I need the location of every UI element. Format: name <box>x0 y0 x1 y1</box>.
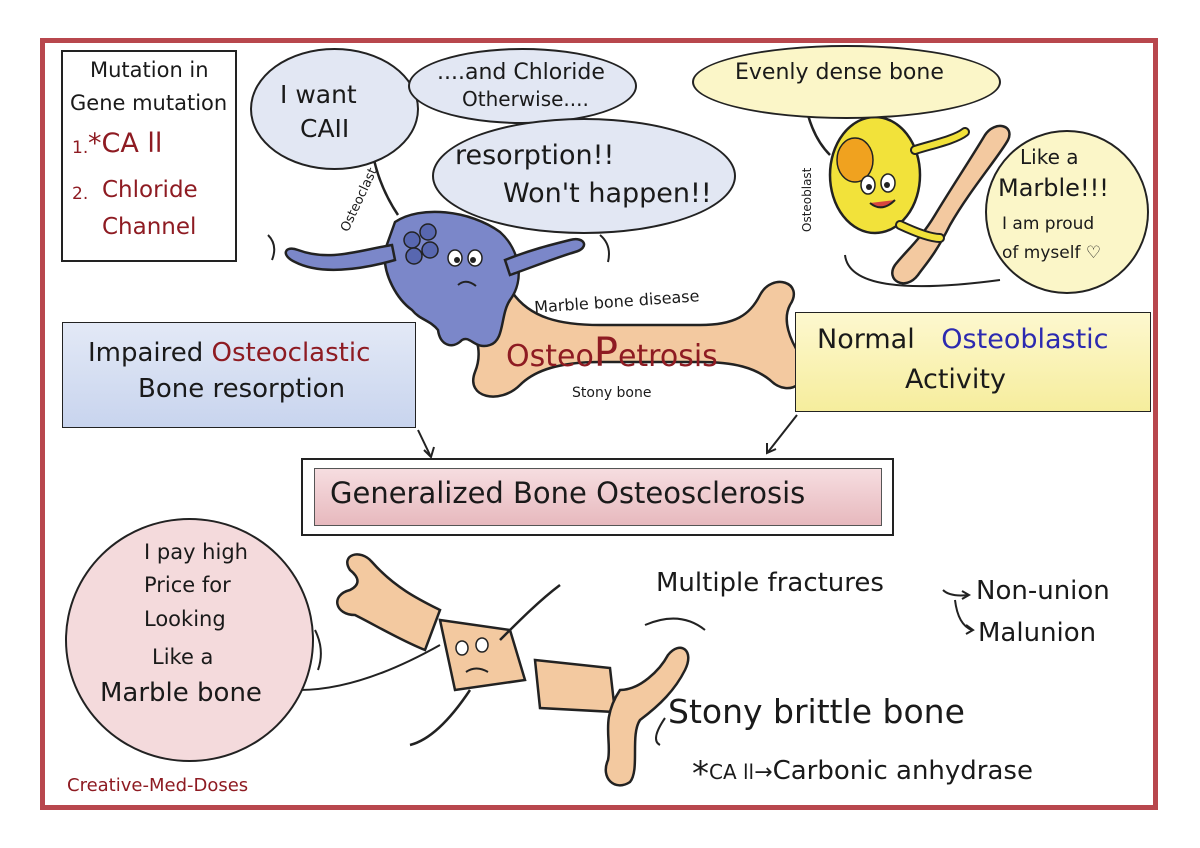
generalized-box-inner <box>314 468 882 526</box>
credit-text: Creative-Med-Doses <box>67 775 249 796</box>
resorption-bubble <box>432 118 736 234</box>
generalized-text: Generalized Bone Osteosclerosis <box>330 476 806 510</box>
osteopetrosis-title: OsteoPetrosis <box>506 330 718 376</box>
normal-word2: Osteoblastic <box>941 324 1109 355</box>
arrow-left <box>417 429 431 456</box>
resorption-line2: Won't happen!! <box>503 178 712 209</box>
malunion-text: Malunion <box>978 618 1097 648</box>
price-line5: Marble bone <box>100 678 262 708</box>
arrow-right <box>767 414 798 453</box>
marble-line1: Like a <box>1020 145 1079 169</box>
arrow-left-head <box>423 446 435 459</box>
mutation-item2-line2: Channel <box>102 214 197 240</box>
footnote-meaning: Carbonic anhydrase <box>772 756 1033 786</box>
footnote-ca: CA ll <box>709 760 755 784</box>
motion-mark <box>599 234 610 263</box>
osteoblast-label: Osteoblast <box>800 167 814 232</box>
price-line4: Like a <box>152 645 214 669</box>
evenly-dense-bubble <box>692 45 1001 119</box>
price-line3: Looking <box>144 607 226 631</box>
marble-bubble <box>985 130 1149 294</box>
stony-brittle-text: Stony brittle bone <box>668 692 965 731</box>
marble-speech-tail <box>844 254 1001 288</box>
marble-line2: Marble!!! <box>998 174 1109 202</box>
arrow-right-head <box>766 443 777 455</box>
mutation-box <box>61 50 237 262</box>
impaired-line1: Impaired Osteoclastic <box>88 338 370 368</box>
normal-line2: Activity <box>905 364 1006 395</box>
price-speech-tail <box>299 644 441 691</box>
osteopetrosis-part1: Osteo <box>506 339 594 374</box>
impaired-word1: Impaired <box>88 338 204 368</box>
want-caii-line2: CAII <box>300 114 350 143</box>
malunion-arrow <box>954 599 973 631</box>
impaired-word2: Osteoclastic <box>211 338 371 368</box>
price-line1: I pay high <box>144 540 248 564</box>
motion-mark <box>314 629 322 671</box>
nonunion-arrow-head <box>961 590 972 600</box>
normal-word1: Normal <box>817 324 915 355</box>
price-bubble <box>65 518 314 762</box>
footnote: *CA ll→Carbonic anhydrase <box>692 754 1033 794</box>
normal-box <box>795 312 1151 412</box>
chloride-line1: ....and Chloride <box>437 60 605 85</box>
osteopetrosis-part2: P <box>593 330 618 376</box>
marble-line4: of myself ♡ <box>1002 243 1102 263</box>
multiple-fractures-text: Multiple fractures <box>656 568 884 598</box>
malunion-arrow-head <box>965 624 975 635</box>
nonunion-text: Non-union <box>976 576 1110 606</box>
osteoblast-speech-tail <box>806 114 831 156</box>
stony-pointer <box>655 717 666 746</box>
normal-line1: Normal Osteoblastic <box>817 324 1109 355</box>
resorption-line1: resorption!! <box>455 140 615 171</box>
want-caii-bubble <box>250 48 419 170</box>
motion-mark <box>267 234 276 261</box>
impaired-box <box>62 322 416 428</box>
footnote-arrow: → <box>754 760 773 785</box>
mutation-item2-number: 2. <box>72 184 89 204</box>
mutation-item2-line1: Chloride <box>102 177 198 203</box>
impaired-line2: Bone resorption <box>138 374 346 404</box>
chloride-line2: Otherwise.... <box>462 87 589 111</box>
mutation-line1: Mutation in <box>90 58 209 82</box>
mutation-item1-number: 1. <box>72 138 89 158</box>
price-line2: Price for <box>144 573 231 597</box>
evenly-dense-text: Evenly dense bone <box>735 60 944 85</box>
osteoclast-character <box>284 210 586 348</box>
stony-bone-label: Stony bone <box>572 385 652 401</box>
osteoblast-character <box>828 115 1011 285</box>
motion-mark <box>644 617 706 631</box>
nonunion-arrow <box>942 589 969 597</box>
mutation-item1-text: *CA ll <box>88 128 163 159</box>
footnote-star: * <box>692 754 709 794</box>
broken-bone-character <box>336 553 690 787</box>
osteopetrosis-part3: etrosis <box>617 339 718 374</box>
mutation-line2: Gene mutation <box>70 91 228 115</box>
marble-line3: I am proud <box>1002 214 1095 234</box>
want-caii-line1: I want <box>280 80 357 109</box>
